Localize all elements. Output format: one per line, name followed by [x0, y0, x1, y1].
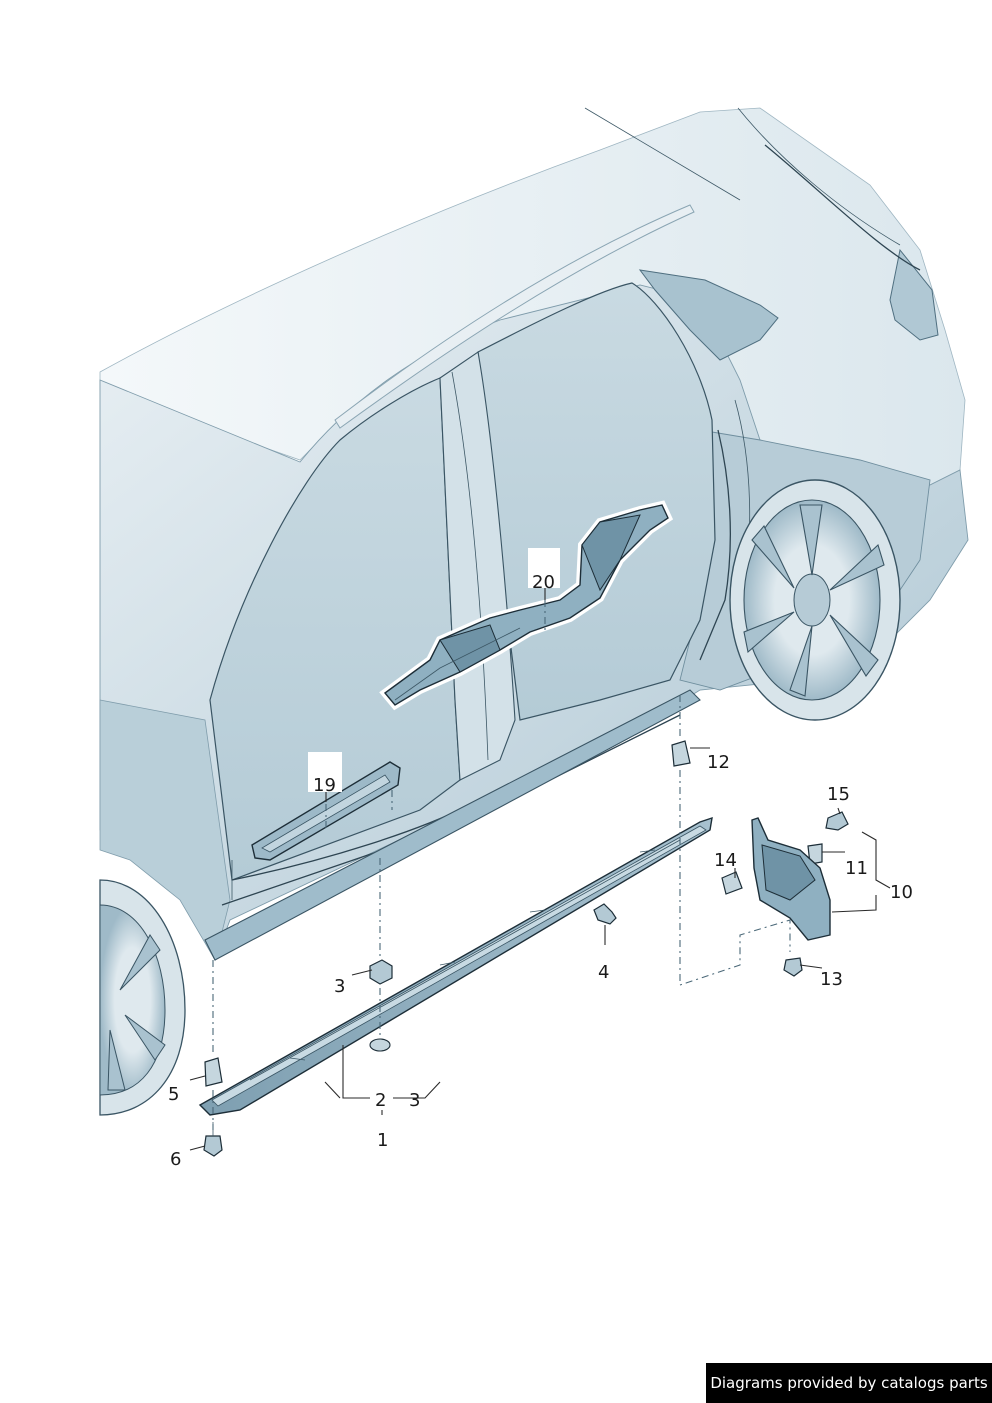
callout-1: 1 — [377, 1130, 388, 1151]
fastener-13-screw — [783, 957, 803, 977]
rocker-panel — [204, 689, 701, 961]
front-wheel — [99, 879, 186, 1116]
callout-10: 10 — [890, 882, 913, 903]
fastener-15-screw — [825, 811, 849, 831]
callout-15: 15 — [827, 784, 850, 805]
callout-19: 19 — [313, 775, 336, 796]
rear-door-glass — [477, 282, 716, 721]
rear-wheel — [729, 479, 901, 721]
callout-2: 2 — [375, 1090, 386, 1111]
callout-3-lower: 3 — [409, 1090, 420, 1111]
fastener-3-washer — [369, 1038, 391, 1052]
leader-lines — [189, 588, 891, 1151]
tail-lamp — [889, 248, 939, 341]
fastener-4-clip — [593, 903, 617, 925]
callout-3-upper: 3 — [334, 976, 345, 997]
roof-rail — [334, 204, 695, 429]
callout-20: 20 — [532, 572, 555, 593]
callout-19-bg — [308, 752, 342, 792]
car-front-lower — [99, 699, 231, 962]
fastener-5-expanding-nut — [204, 1057, 223, 1087]
fastener-3-nut — [369, 959, 393, 985]
callout-12: 12 — [707, 752, 730, 773]
part-1-sill-moulding — [198, 816, 713, 1116]
callout-6: 6 — [170, 1149, 181, 1170]
callout-11: 11 — [845, 858, 868, 879]
part-10-bracket — [751, 817, 831, 941]
callout-5: 5 — [168, 1084, 179, 1105]
callout-14: 14 — [714, 850, 737, 871]
callout-20-bg — [528, 548, 560, 588]
fastener-14-plug — [721, 871, 743, 895]
callout-13: 13 — [820, 969, 843, 990]
rear-quarter-glass — [638, 269, 779, 361]
fastener-12-expanding-nut — [671, 740, 691, 767]
part-20-rear-sill-trim — [379, 500, 674, 711]
callout-4: 4 — [598, 962, 609, 983]
front-door-glass — [209, 377, 461, 881]
assembly-lines — [212, 600, 791, 1130]
credit-banner: Diagrams provided by catalogs parts — [706, 1363, 992, 1403]
